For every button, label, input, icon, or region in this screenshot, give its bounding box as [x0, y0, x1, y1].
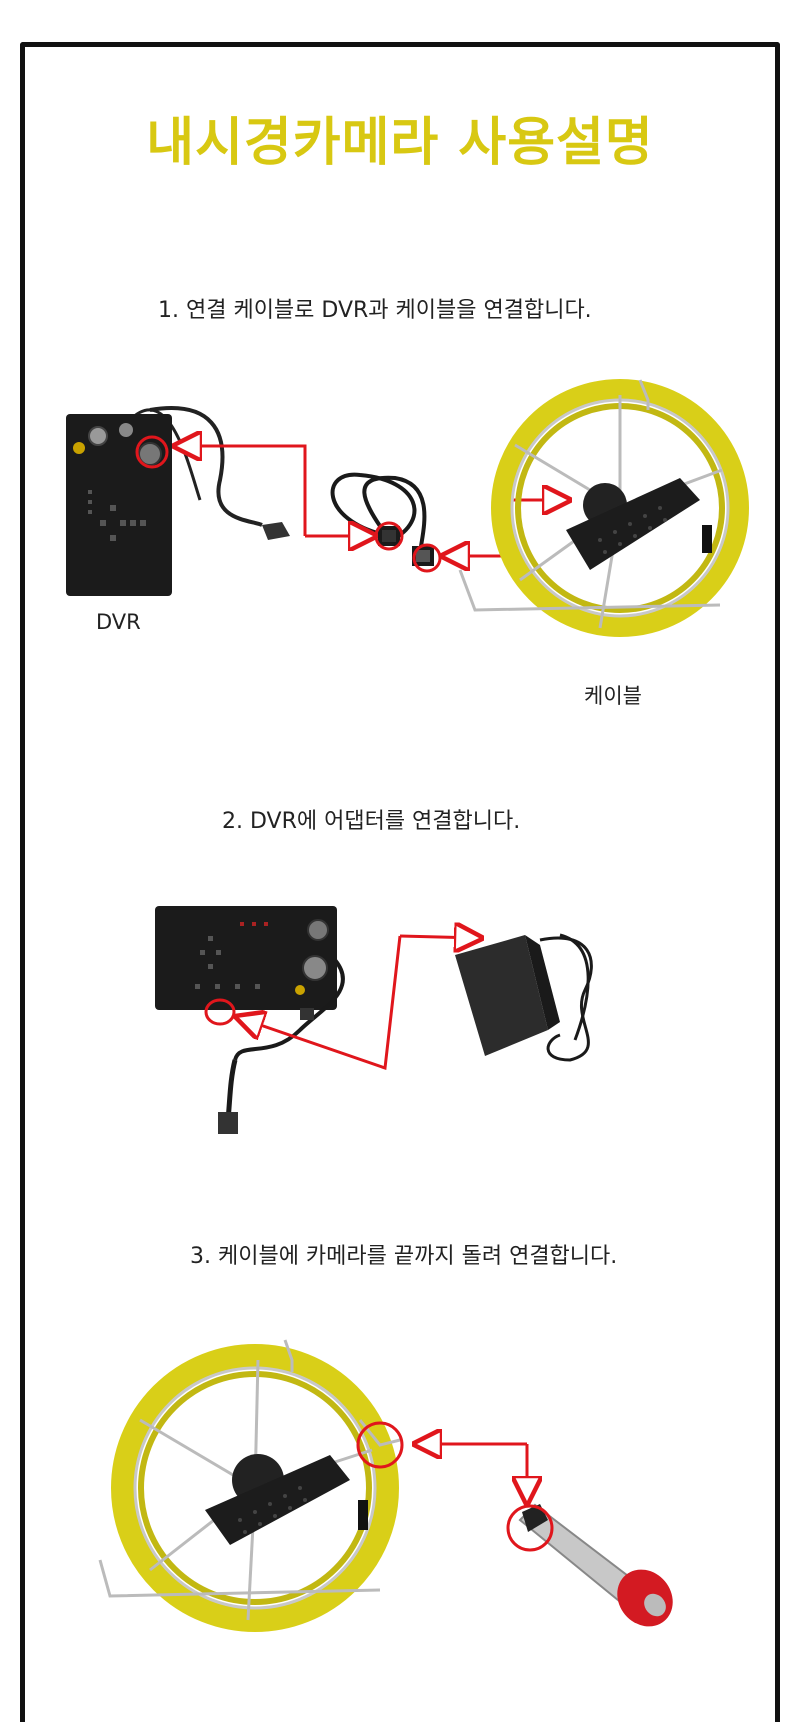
step-3-text: 3. 케이블에 카메라를 끝까지 돌려 연결합니다. — [190, 1244, 618, 1269]
cable-reel-image — [458, 379, 749, 637]
red-arrow-icon — [399, 936, 478, 938]
power-adapter-image — [455, 933, 593, 1062]
cable-reel-image — [98, 1339, 401, 1632]
page-frame — [20, 42, 780, 1722]
red-circle-marker-icon — [135, 435, 169, 469]
page-title: 내시경카메라 사용설명 — [146, 113, 654, 173]
cable-label: 케이블 — [584, 684, 642, 708]
dvr-label: DVR — [96, 610, 141, 634]
red-arrow-icon — [178, 446, 307, 536]
dvr-unit-image — [155, 906, 345, 1134]
dvr-unit-image — [66, 406, 290, 596]
camera-head-image — [518, 1503, 673, 1627]
step-2-text: 2. DVR에 어댑터를 연결합니다. — [222, 809, 521, 834]
red-circle-marker-icon — [356, 1421, 404, 1469]
red-arrow-icon — [240, 935, 402, 1071]
step-1-text: 1. 연결 케이블로 DVR과 케이블을 연결합니다. — [158, 298, 592, 323]
red-circle-marker-icon — [506, 1504, 554, 1552]
